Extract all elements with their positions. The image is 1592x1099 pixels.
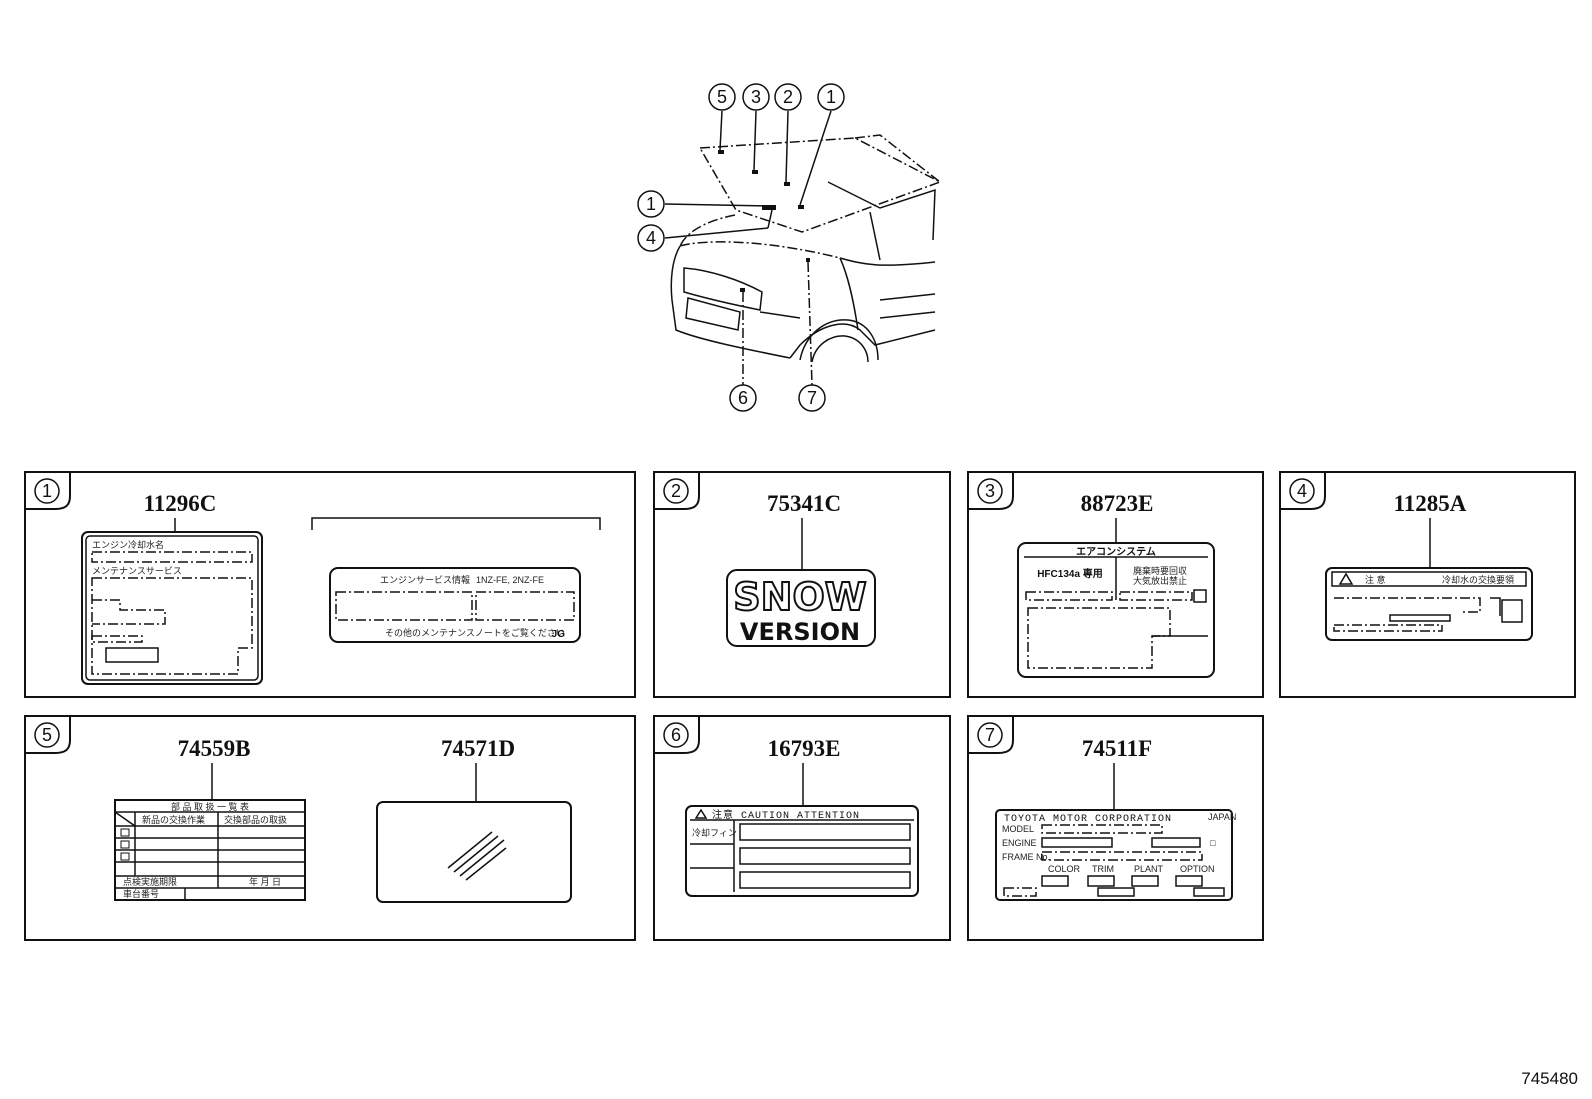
panel-3-number: 3 xyxy=(985,481,995,501)
callout-6-bottom: 6 xyxy=(729,384,757,412)
part-number-74511F: 74511F xyxy=(1082,736,1152,761)
svg-text:TRIM: TRIM xyxy=(1092,864,1114,874)
svg-text:新品の交換作業: 新品の交換作業 xyxy=(142,814,205,825)
callout-1-left: 1 xyxy=(637,190,665,218)
svg-text:1: 1 xyxy=(826,87,836,107)
svg-text:年 月 日: 年 月 日 xyxy=(249,876,281,887)
svg-text:大気放出禁止: 大気放出禁止 xyxy=(1133,575,1187,586)
panel-4: 4 11285A 注 意 冷却水の交換要領 xyxy=(1279,471,1576,698)
svg-text:PLANT: PLANT xyxy=(1134,864,1164,874)
panel-4-number: 4 xyxy=(1297,481,1307,501)
part-number-74571D: 74571D xyxy=(441,736,515,761)
svg-text:1: 1 xyxy=(646,194,656,214)
part-number-75341C: 75341C xyxy=(767,491,841,516)
svg-text:HFC134a 専用: HFC134a 専用 xyxy=(1037,567,1103,580)
panel-7: 7 74511F TOYOTA MOTOR CORPORATION JAPAN … xyxy=(967,715,1264,941)
callout-1-top: 1 xyxy=(817,83,845,111)
part-number-74559B: 74559B xyxy=(178,736,251,761)
svg-text:エンジンサービス情報: エンジンサービス情報 xyxy=(380,574,470,585)
label-11296C-a: エンジン冷却水名 メンテナンスサービス xyxy=(81,531,263,685)
svg-text:交換部品の取扱: 交換部品の取扱 xyxy=(224,814,287,825)
svg-text:エンジン冷却水名: エンジン冷却水名 xyxy=(92,539,164,550)
svg-text:VERSION: VERSION xyxy=(740,618,860,646)
svg-text:COLOR: COLOR xyxy=(1048,864,1081,874)
panel-5: 5 74559B 74571D 部 品 取 扱 一 覧 表 新品の交換作業 交換… xyxy=(24,715,636,941)
svg-text:注意 CAUTION ATTENTION: 注意 CAUTION ATTENTION xyxy=(712,808,860,822)
svg-text:点検実施期限: 点検実施期限 xyxy=(123,876,177,887)
svg-text:冷却フィン: 冷却フィン xyxy=(692,827,737,838)
svg-text:MODEL: MODEL xyxy=(1002,824,1034,834)
label-88723E: エアコンシステム HFC134a 専用 廃棄時要回収 大気放出禁止 xyxy=(1017,542,1215,678)
svg-text:ENGINE: ENGINE xyxy=(1002,838,1037,848)
panel-1: 1 11296C エンジン冷却水名 メンテナンスサービス エンジンサービス情報 … xyxy=(24,471,636,698)
svg-text:廃棄時要回収: 廃棄時要回収 xyxy=(1133,565,1187,576)
svg-text:6: 6 xyxy=(738,388,748,408)
panel-2: 2 75341C SNOW VERSION xyxy=(653,471,951,698)
panel-2-number: 2 xyxy=(671,481,681,501)
vehicle-overview: 5 3 2 1 1 4 6 7 xyxy=(637,83,942,412)
svg-text:その他のメンテナンスノートをご覧ください: その他のメンテナンスノートをご覧ください xyxy=(385,627,565,638)
svg-text:7: 7 xyxy=(807,388,817,408)
svg-text:メンテナンスサービス: メンテナンスサービス xyxy=(92,566,182,576)
svg-text:注 意: 注 意 xyxy=(1365,574,1386,585)
svg-text:FRAME No.: FRAME No. xyxy=(1002,852,1050,862)
panel-6-number: 6 xyxy=(671,725,681,745)
callout-2-top: 2 xyxy=(774,83,802,111)
svg-text:1NZ-FE, 2NZ-FE: 1NZ-FE, 2NZ-FE xyxy=(476,575,544,585)
svg-text:TOYOTA MOTOR CORPORATION: TOYOTA MOTOR CORPORATION xyxy=(1004,814,1172,825)
label-11285A: 注 意 冷却水の交換要領 xyxy=(1325,567,1533,641)
svg-text:JG: JG xyxy=(552,629,566,640)
callout-3-top: 3 xyxy=(742,83,770,111)
label-74559B: 部 品 取 扱 一 覧 表 新品の交換作業 交換部品の取扱 点検実施期限 年 月… xyxy=(114,799,306,901)
part-number-16793E: 16793E xyxy=(768,736,841,761)
label-74511F: TOYOTA MOTOR CORPORATION JAPAN MODEL ENG… xyxy=(995,809,1236,901)
part-number-88723E: 88723E xyxy=(1081,491,1154,516)
diagram-code: 745480 xyxy=(1521,1069,1578,1088)
part-number-11296C: 11296C xyxy=(144,491,217,516)
callout-5-top: 5 xyxy=(708,83,736,111)
label-16793E: 注意 CAUTION ATTENTION 冷却フィン xyxy=(685,805,919,897)
callout-7-bottom: 7 xyxy=(798,384,826,412)
svg-text:部 品 取 扱 一 覧 表: 部 品 取 扱 一 覧 表 xyxy=(171,801,249,812)
callout-4-left: 4 xyxy=(637,224,665,252)
panel-7-number: 7 xyxy=(985,725,995,745)
svg-text:OPTION: OPTION xyxy=(1180,864,1215,874)
svg-text:5: 5 xyxy=(717,87,727,107)
svg-text:3: 3 xyxy=(751,87,761,107)
panel-6: 6 16793E 注意 CAUTION ATTENTION 冷却フィン xyxy=(653,715,951,941)
svg-text:2: 2 xyxy=(783,87,793,107)
svg-text:4: 4 xyxy=(646,228,656,248)
svg-text:車台番号: 車台番号 xyxy=(123,888,159,899)
label-11296C-b: エンジンサービス情報 1NZ-FE, 2NZ-FE その他のメンテナンスノートを… xyxy=(329,567,581,643)
svg-text:エアコンシステム: エアコンシステム xyxy=(1076,546,1156,558)
svg-text:JAPAN: JAPAN xyxy=(1208,812,1236,822)
part-number-11285A: 11285A xyxy=(1394,491,1467,516)
label-74571D xyxy=(376,801,572,903)
panel-3: 3 88723E エアコンシステム HFC134a 専用 廃棄時要回収 大気放出… xyxy=(967,471,1264,698)
svg-text:□: □ xyxy=(1210,838,1216,848)
svg-text:冷却水の交換要領: 冷却水の交換要領 xyxy=(1442,574,1514,585)
panel-1-number: 1 xyxy=(42,481,52,501)
svg-text:SNOW: SNOW xyxy=(733,575,866,619)
panel-5-number: 5 xyxy=(42,725,52,745)
label-75341C: SNOW VERSION xyxy=(726,569,876,647)
